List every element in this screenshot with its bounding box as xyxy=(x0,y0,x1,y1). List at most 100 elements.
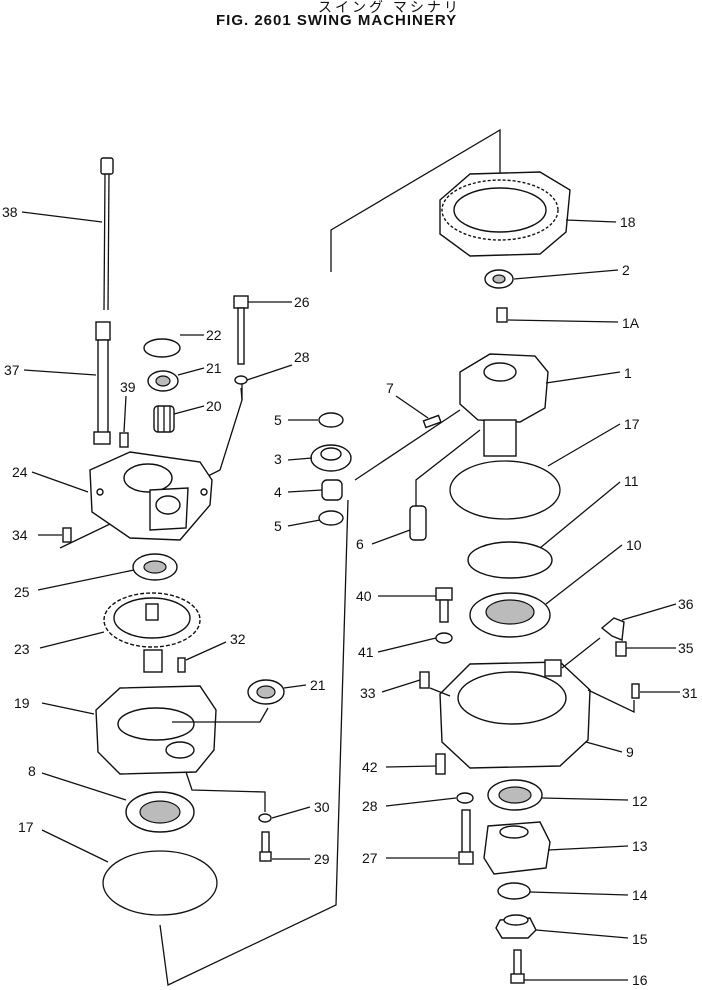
callout-7: 7 xyxy=(386,380,394,396)
callout-35: 35 xyxy=(678,640,694,656)
group-boundary-bottom xyxy=(159,499,349,986)
leader-30 xyxy=(271,806,311,819)
callout-34: 34 xyxy=(12,527,28,543)
part-20-pinion xyxy=(153,405,175,433)
part-28-washer-lower xyxy=(456,792,474,804)
callout-41: 41 xyxy=(358,644,374,660)
callout-23: 23 xyxy=(14,641,30,657)
callout-11: 11 xyxy=(624,473,639,489)
callout-9: 9 xyxy=(626,744,634,760)
part-24-cover xyxy=(89,451,213,541)
leader-1 xyxy=(545,371,621,384)
part-18-ring-gear xyxy=(439,171,571,257)
part-9-housing xyxy=(439,659,591,769)
leader-23 xyxy=(39,631,105,649)
callout-2: 2 xyxy=(622,262,630,278)
callout-17-upper: 17 xyxy=(624,416,640,432)
leader-7 xyxy=(395,395,429,419)
leader-39 xyxy=(123,395,127,433)
part-19-housing xyxy=(95,685,217,775)
part-27-bolt xyxy=(458,809,474,865)
leader-1A xyxy=(507,319,619,323)
part-15-cap xyxy=(495,914,537,939)
part-12-seal xyxy=(487,779,543,811)
callout-36: 36 xyxy=(678,596,694,612)
part-38-rod xyxy=(100,157,114,311)
leader-18 xyxy=(565,219,617,223)
leader-14 xyxy=(529,891,629,896)
assembly-line-9-33 xyxy=(429,687,451,697)
callout-3: 3 xyxy=(274,451,282,467)
callout-6: 6 xyxy=(356,536,364,552)
japanese-title: スイング マシナリ xyxy=(318,0,461,15)
part-34-plug xyxy=(62,527,72,543)
part-26-bolt xyxy=(233,295,249,365)
leader-38 xyxy=(21,211,103,223)
leader-25 xyxy=(37,569,135,591)
callout-38: 38 xyxy=(2,204,18,220)
figure-title: FIG. 2601 SWING MACHINERY xyxy=(216,12,458,29)
callout-10: 10 xyxy=(626,537,642,553)
leader-24 xyxy=(31,471,89,493)
assembly-line-19-30 xyxy=(185,771,266,812)
assembly-line-9-31 xyxy=(587,689,635,714)
callout-26: 26 xyxy=(294,294,310,310)
leader-2 xyxy=(513,269,619,280)
part-21-bearing-upper xyxy=(147,370,179,392)
callout-28-upper: 28 xyxy=(294,349,310,365)
callout-1A: 1A xyxy=(622,315,640,331)
part-41-washer xyxy=(435,632,453,644)
callout-18: 18 xyxy=(620,214,636,230)
callout-22: 22 xyxy=(206,327,222,343)
callout-32: 32 xyxy=(230,631,246,647)
part-21-bearing-lower xyxy=(247,679,285,705)
callout-4: 4 xyxy=(274,484,282,500)
part-4-needle-bearing xyxy=(321,479,343,501)
part-8-bearing xyxy=(125,791,195,833)
leader-17a xyxy=(41,829,109,863)
callout-5-upper: 5 xyxy=(274,412,282,428)
part-23-gear xyxy=(103,592,201,673)
leader-41 xyxy=(377,637,437,653)
part-3-planet-gear xyxy=(310,444,352,472)
part-6-pin xyxy=(409,505,427,541)
part-35-plug xyxy=(615,641,627,657)
leader-12 xyxy=(541,797,629,801)
callout-42: 42 xyxy=(362,759,378,775)
callout-31: 31 xyxy=(682,685,698,701)
callout-39: 39 xyxy=(120,379,136,395)
part-37-tube xyxy=(93,321,111,445)
leader-42 xyxy=(385,765,437,768)
part-5-thrust-washer-upper xyxy=(318,412,344,428)
part-1A-plug xyxy=(496,307,508,323)
callout-27: 27 xyxy=(362,850,378,866)
leader-15 xyxy=(535,929,629,939)
callout-12: 12 xyxy=(632,793,648,809)
callout-13: 13 xyxy=(632,838,648,854)
part-10-bearing xyxy=(469,592,551,638)
callout-14: 14 xyxy=(632,887,648,903)
part-17-o-ring-lower xyxy=(102,850,218,916)
group-boundary-top xyxy=(330,128,501,272)
assembly-line-26-housing xyxy=(240,387,243,401)
callout-37: 37 xyxy=(4,362,20,378)
callout-28-lower: 28 xyxy=(362,798,378,814)
part-33-plug xyxy=(419,671,430,689)
part-36-elbow xyxy=(600,617,625,641)
part-25-bearing xyxy=(132,553,178,581)
leader-4 xyxy=(287,489,323,493)
callout-15: 15 xyxy=(632,931,648,947)
part-5-thrust-washer-lower xyxy=(318,510,344,526)
part-28-washer-upper xyxy=(234,375,248,385)
callout-21-lower: 21 xyxy=(310,677,326,693)
callout-24: 24 xyxy=(12,464,28,480)
leader-8 xyxy=(41,772,127,801)
leader-21b xyxy=(283,684,307,689)
assembly-line-9-36 xyxy=(561,637,601,669)
part-14-o-ring xyxy=(497,882,531,900)
leader-33 xyxy=(381,679,421,693)
callout-21-upper: 21 xyxy=(206,360,222,376)
assembly-line-6 xyxy=(415,429,481,506)
